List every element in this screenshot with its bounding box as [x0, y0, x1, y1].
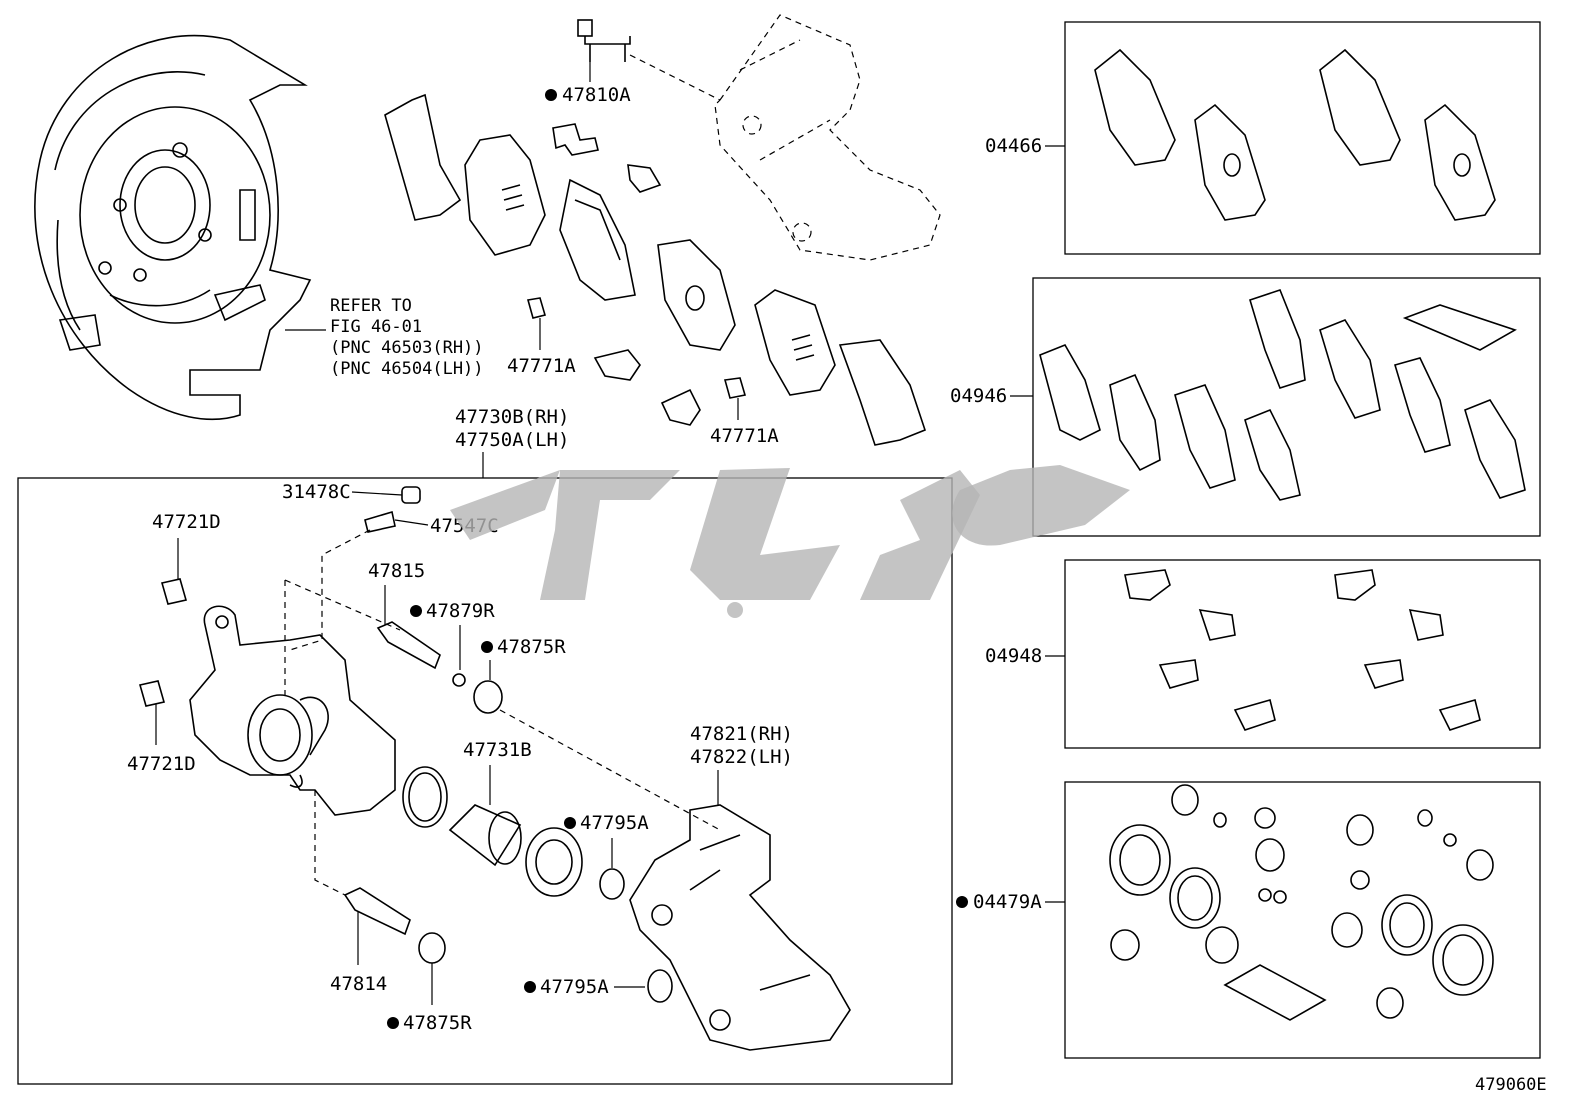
seal-ring — [402, 766, 448, 828]
seals-04479A — [1109, 784, 1494, 1021]
label-47879R[interactable]: 47879R — [426, 600, 495, 622]
kit-04948-frame — [1064, 559, 1541, 749]
label-31478C[interactable]: 31478C — [282, 481, 351, 503]
label-04946[interactable]: 04946 — [950, 385, 1007, 407]
shims-04946 — [1039, 289, 1526, 501]
marker-dot — [481, 641, 493, 653]
refer-text-line3: (PNC 46503(RH)) — [330, 338, 484, 358]
label-04479A[interactable]: 04479A — [973, 891, 1042, 913]
refer-text-line2: FIG 46-01 — [330, 317, 422, 337]
pads-04466 — [1094, 48, 1496, 221]
leader-31478C — [351, 491, 403, 496]
marker-dot — [524, 981, 536, 993]
washer-47795A-2 — [647, 969, 673, 1003]
boot-47875R-2 — [418, 932, 446, 964]
bleeder-cap-31478C — [401, 486, 421, 504]
label-47875R-2[interactable]: 47875R — [403, 1012, 472, 1034]
shim-clips-upper — [526, 123, 747, 426]
piston-47731B — [448, 804, 522, 867]
pin-47814 — [343, 887, 411, 936]
label-47731B[interactable]: 47731B — [463, 739, 532, 761]
label-47815[interactable]: 47815 — [368, 560, 425, 582]
bolt-47721D-1 — [160, 578, 188, 605]
upper-caliper-bracket — [629, 14, 941, 261]
label-04948[interactable]: 04948 — [985, 645, 1042, 667]
marker-dot — [387, 1017, 399, 1029]
caliper-mounting-bracket — [629, 804, 851, 1051]
dust-shield — [34, 34, 312, 421]
label-mount-rh[interactable]: 47821(RH) — [690, 723, 793, 745]
guide-dash-3 — [284, 579, 401, 631]
diagram-code: 479060E — [1475, 1075, 1547, 1095]
marker-dot — [956, 896, 968, 908]
marker-dot — [545, 89, 557, 101]
washer-47795A-1 — [599, 868, 625, 900]
label-47795A-2[interactable]: 47795A — [540, 976, 609, 998]
label-04466[interactable]: 04466 — [985, 135, 1042, 157]
kit-04479A-frame — [1064, 781, 1541, 1059]
label-47875R-1[interactable]: 47875R — [497, 636, 566, 658]
refer-text-line1: REFER TO — [330, 296, 412, 316]
guide-dash-5 — [314, 790, 346, 896]
boot-47875R-1 — [473, 680, 503, 714]
marker-dot — [564, 817, 576, 829]
bolt-47721D-2 — [138, 680, 166, 707]
bleeder-plug-47547C — [364, 510, 396, 533]
guide-dash-1 — [289, 529, 371, 651]
bolt-47810A — [577, 19, 631, 62]
kit-04946-frame — [1032, 277, 1541, 537]
refer-text-line4: (PNC 46504(LH)) — [330, 359, 484, 379]
kit-04466-frame — [1064, 21, 1541, 255]
label-47721D-1[interactable]: 47721D — [152, 511, 221, 533]
upper-pads-group — [384, 93, 926, 446]
watermark-logo — [450, 465, 1130, 618]
label-47771A-1[interactable]: 47771A — [507, 355, 576, 377]
pin-47815 — [376, 621, 441, 670]
label-caliper-lh[interactable]: 47750A(LH) — [455, 429, 569, 451]
caliper-body — [189, 605, 396, 816]
label-47814[interactable]: 47814 — [330, 973, 387, 995]
label-mount-lh[interactable]: 47822(LH) — [690, 746, 793, 768]
label-47771A-2[interactable]: 47771A — [710, 425, 779, 447]
leader-47547C — [394, 519, 429, 526]
caliper-assembly-frame — [17, 477, 953, 1085]
piston-boot — [525, 827, 583, 897]
guide-dash-2 — [499, 709, 721, 831]
label-47721D-2[interactable]: 47721D — [127, 753, 196, 775]
marker-dot — [410, 605, 422, 617]
label-47810A[interactable]: 47810A — [562, 84, 631, 106]
label-caliper-rh[interactable]: 47730B(RH) — [455, 406, 569, 428]
clips-04948 — [1124, 569, 1481, 731]
label-47795A-1[interactable]: 47795A — [580, 812, 649, 834]
ring-47879R — [452, 673, 466, 687]
